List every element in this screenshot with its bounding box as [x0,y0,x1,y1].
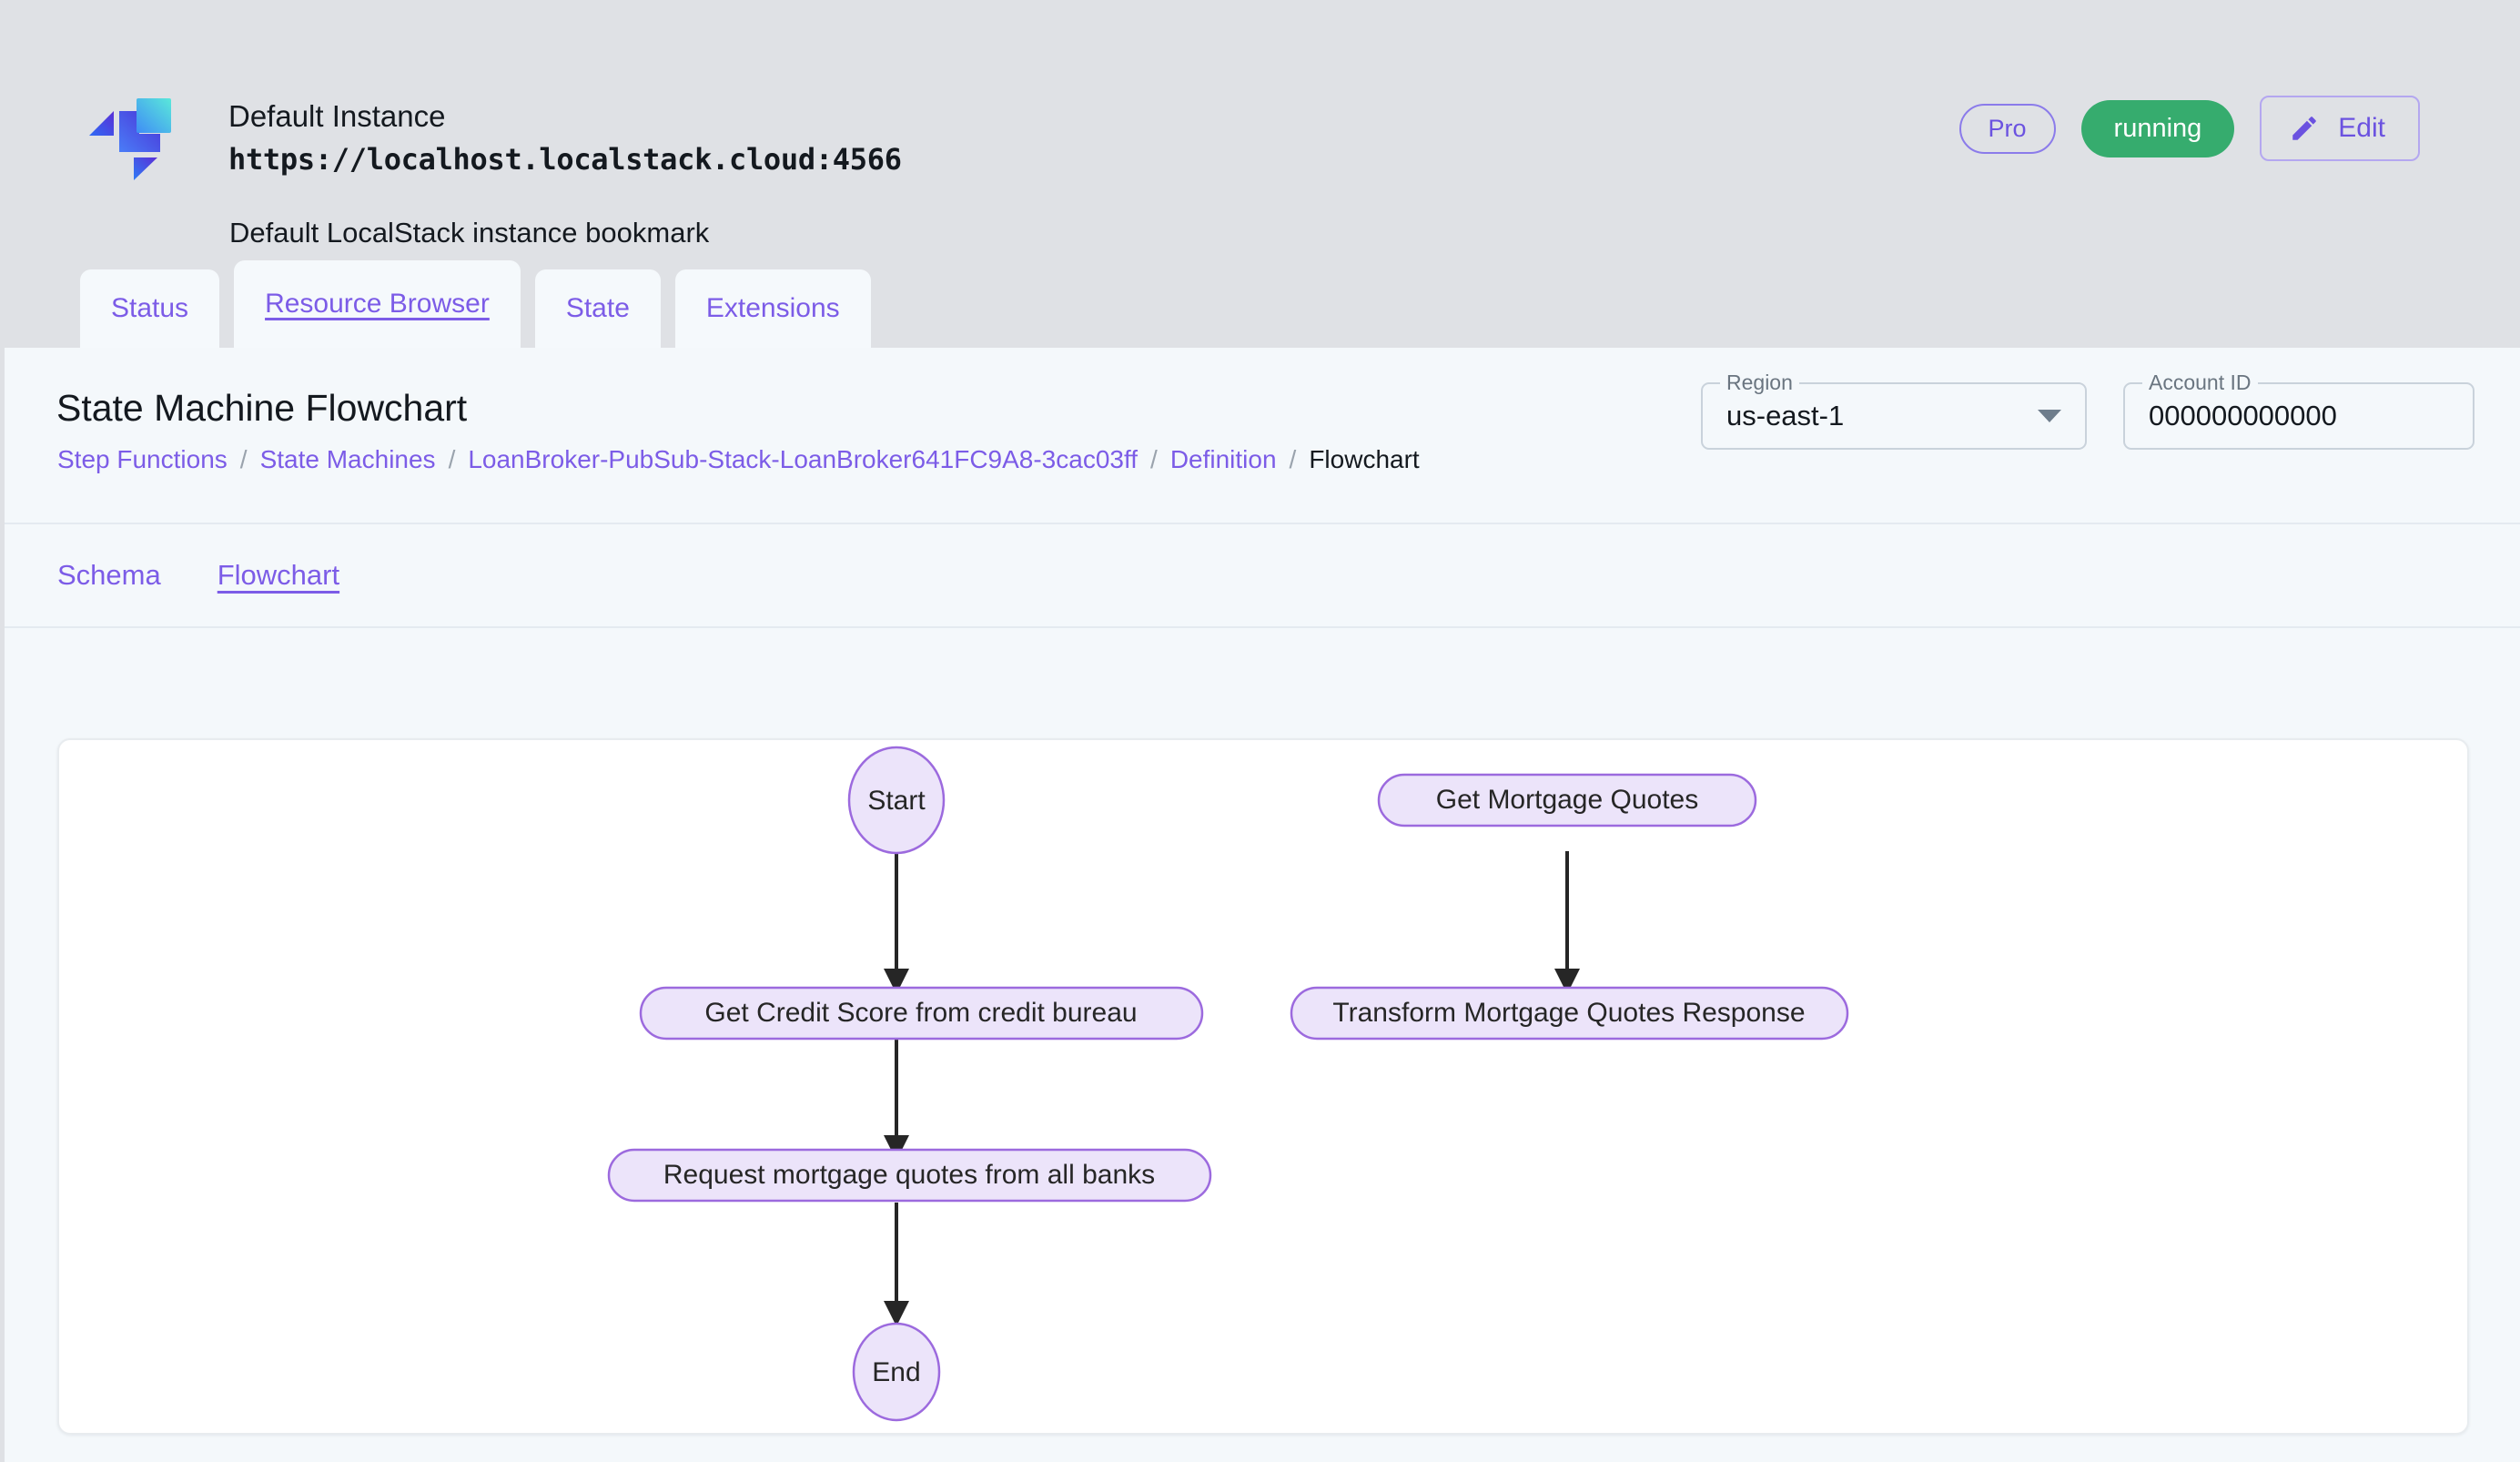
flowchart-edges [884,851,1580,1326]
chevron-down-icon[interactable] [2038,410,2061,422]
region-select-label: Region [1720,372,1799,393]
breadcrumb-item-step-functions[interactable]: Step Functions [57,445,228,473]
content-panel: State Machine Flowchart Step Functions /… [5,348,2520,1462]
page-title: State Machine Flowchart [56,387,468,429]
tab-resource-browser-label: Resource Browser [265,289,490,319]
flowchart-node-get-mortgage-quotes[interactable]: Get Mortgage Quotes [1377,773,1757,827]
pencil-icon [2289,113,2320,144]
region-select[interactable]: Region us-east-1 [1701,372,2087,450]
flowchart-node-request-label: Request mortgage quotes from all banks [663,1160,1155,1190]
instance-header: Default Instance https://localhost.local… [0,0,2520,348]
tab-state[interactable]: State [534,269,661,348]
breadcrumb-item-state-machine-name[interactable]: LoanBroker-PubSub-Stack-LoanBroker641FC9… [468,445,1139,473]
instance-name: Default Instance [228,99,446,133]
view-subtabs: Schema Flowchart [5,524,2520,628]
scope-selectors: Region us-east-1 Account ID 000000000000 [1701,372,2474,450]
flowchart-canvas[interactable]: Start Get Credit Score from credit burea… [57,738,2469,1435]
flowchart-node-get-mortgage-quotes-label: Get Mortgage Quotes [1436,785,1699,815]
header-actions: Pro running Edit [1958,96,2420,161]
breadcrumb-item-flowchart: Flowchart [1309,445,1420,473]
tab-status-label: Status [111,293,189,323]
breadcrumb: Step Functions / State Machines / LoanBr… [57,445,1420,474]
subtab-schema[interactable]: Schema [57,559,161,591]
flowchart-node-end[interactable]: End [852,1322,941,1422]
breadcrumb-separator: / [448,445,456,473]
instance-url: https://localhost.localstack.cloud:4566 [228,142,902,178]
tab-extensions[interactable]: Extensions [674,269,871,348]
flowchart-node-transform-quotes[interactable]: Transform Mortgage Quotes Response [1290,986,1849,1041]
edit-button-label: Edit [2338,113,2385,143]
account-id-label: Account ID [2142,372,2258,393]
localstack-logo-icon [86,88,181,183]
instance-description: Default LocalStack instance bookmark [229,217,710,249]
pro-badge[interactable]: Pro [1958,103,2056,154]
breadcrumb-separator: / [1289,445,1297,473]
tab-status[interactable]: Status [80,269,220,348]
account-id-value: 000000000000 [2149,400,2337,431]
account-id-field[interactable]: Account ID 000000000000 [2123,372,2474,450]
flowchart-node-request[interactable]: Request mortgage quotes from all banks [607,1148,1212,1203]
breadcrumb-item-definition[interactable]: Definition [1169,445,1277,473]
flowchart-node-end-label: End [872,1357,920,1387]
edit-button[interactable]: Edit [2260,96,2420,161]
tab-resource-browser[interactable]: Resource Browser [234,260,521,348]
page-header: State Machine Flowchart Step Functions /… [5,348,2520,524]
flowchart-node-credit-label: Get Credit Score from credit bureau [704,998,1137,1028]
flowchart-svg: Start Get Credit Score from credit burea… [607,746,1849,1422]
tab-state-label: State [565,293,630,323]
status-badge: running [2080,99,2235,157]
flowchart-node-credit[interactable]: Get Credit Score from credit bureau [639,986,1204,1041]
breadcrumb-separator: / [1150,445,1158,473]
flowchart-node-start[interactable]: Start [847,746,946,855]
instance-summary: Default Instance https://localhost.local… [86,86,902,183]
region-select-value: us-east-1 [1726,400,1845,431]
tab-extensions-label: Extensions [705,293,840,323]
flowchart-node-transform-quotes-label: Transform Mortgage Quotes Response [1332,998,1805,1028]
main-tabs: Status Resource Browser State Extensions [80,257,871,348]
flowchart-node-start-label: Start [867,786,926,816]
subtab-flowchart[interactable]: Flowchart [217,559,340,591]
breadcrumb-item-state-machines[interactable]: State Machines [259,445,436,473]
breadcrumb-separator: / [239,445,248,473]
